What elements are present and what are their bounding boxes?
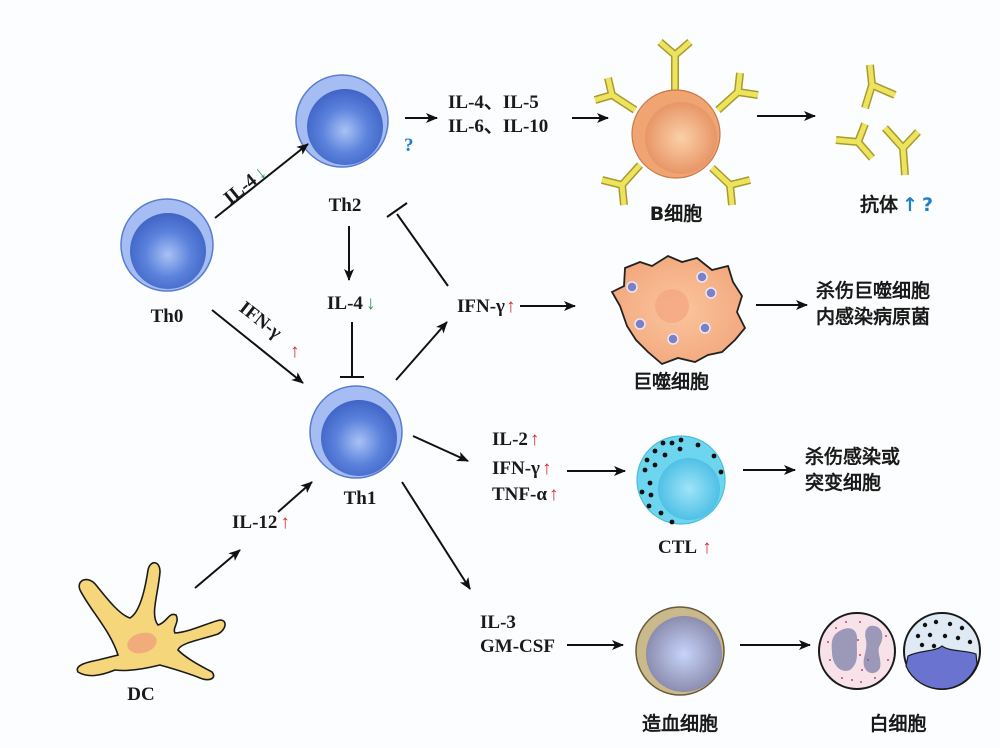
il3-label: IL-3 — [480, 612, 516, 633]
arrow-th1-to-ctl-cytokines — [412, 435, 469, 462]
ifn-th1-label: IFN-γ↑ — [457, 296, 515, 317]
ctl-up-arrow: ↑ — [702, 537, 712, 558]
hematopoietic-label: 造血细胞 — [642, 712, 718, 735]
inhibit-il4-to-th1 — [340, 322, 364, 378]
inhibit-ifn-to-th2 — [386, 202, 449, 287]
b-cell — [593, 38, 759, 206]
antibody-label: 抗体 — [860, 193, 899, 216]
th2-cytokines-line2: IL-6、IL-10 — [448, 116, 548, 137]
th0-cell — [120, 198, 214, 292]
arrow-th0-to-th2 — [214, 143, 309, 219]
antibody-caption: 抗体↑? — [860, 193, 933, 216]
up-arrow-icon: ↑ — [549, 484, 559, 505]
up-arrow-icon: ↑ — [506, 296, 516, 317]
b-cell-label: B细胞 — [650, 202, 702, 225]
arrow-il12-to-th1 — [277, 481, 313, 513]
up-arrow-icon: ↑ — [542, 458, 552, 479]
il4-th2-label: IL-4↓ — [327, 293, 375, 314]
ifn-th0-th1-label: IFN-γ — [235, 297, 286, 343]
neutrophil-icon — [818, 612, 896, 690]
arrow-th0-to-th1 — [211, 309, 304, 384]
il12-label: IL-12↑ — [232, 512, 290, 533]
hematopoietic-cell — [635, 606, 725, 696]
dendritic-cell — [76, 561, 226, 681]
antibody-question: ? — [922, 194, 933, 216]
dc-label: DC — [127, 684, 154, 705]
ifn-ctl-label: IFN-γ↑ — [492, 458, 551, 479]
macrophage-outcome-line2: 内感染病原菌 — [816, 305, 930, 328]
il4-th0-th2-label: IL-4↓ — [220, 162, 271, 209]
ctl-outcome-line2: 突变细胞 — [805, 471, 881, 494]
macrophage-label: 巨噬细胞 — [633, 370, 709, 393]
th1-cell — [309, 385, 403, 479]
ctl-cell — [636, 435, 726, 525]
ctl-caption: CTL↑ — [658, 537, 712, 558]
antibody-up-arrow: ↑ — [902, 194, 918, 216]
arrow-th1-to-hema — [401, 481, 471, 590]
antibodies-icon — [835, 64, 921, 176]
th2-cell — [295, 74, 389, 168]
ctl-outcome-line1: 杀伤感染或 — [805, 445, 900, 468]
ifn-th0-th1-up-arrow: ↑ — [290, 341, 300, 362]
basophil-icon — [903, 612, 981, 690]
arrow-th1-to-ifn — [395, 321, 448, 381]
macrophage-cell — [610, 254, 747, 366]
gmcsf-label: GM-CSF — [480, 636, 555, 657]
leukocyte-label: 白细胞 — [869, 712, 926, 735]
il2-label: IL-2↑ — [492, 429, 539, 450]
macrophage-outcome-line1: 杀伤巨噬细胞 — [816, 279, 930, 302]
ctl-label: CTL — [658, 537, 697, 558]
arrow-dc-to-il12 — [194, 549, 241, 589]
tnf-label: TNF-α↑ — [492, 484, 558, 505]
up-arrow-icon: ↑ — [280, 512, 290, 533]
th1-label: Th1 — [344, 488, 377, 509]
th2-question-mark: ? — [404, 135, 414, 156]
down-arrow-icon: ↓ — [366, 293, 376, 314]
th0-label: Th0 — [151, 306, 184, 327]
th2-label: Th2 — [329, 195, 362, 216]
up-arrow-icon: ↑ — [530, 429, 540, 450]
th2-cytokines-line1: IL-4、IL-5 — [448, 92, 539, 113]
